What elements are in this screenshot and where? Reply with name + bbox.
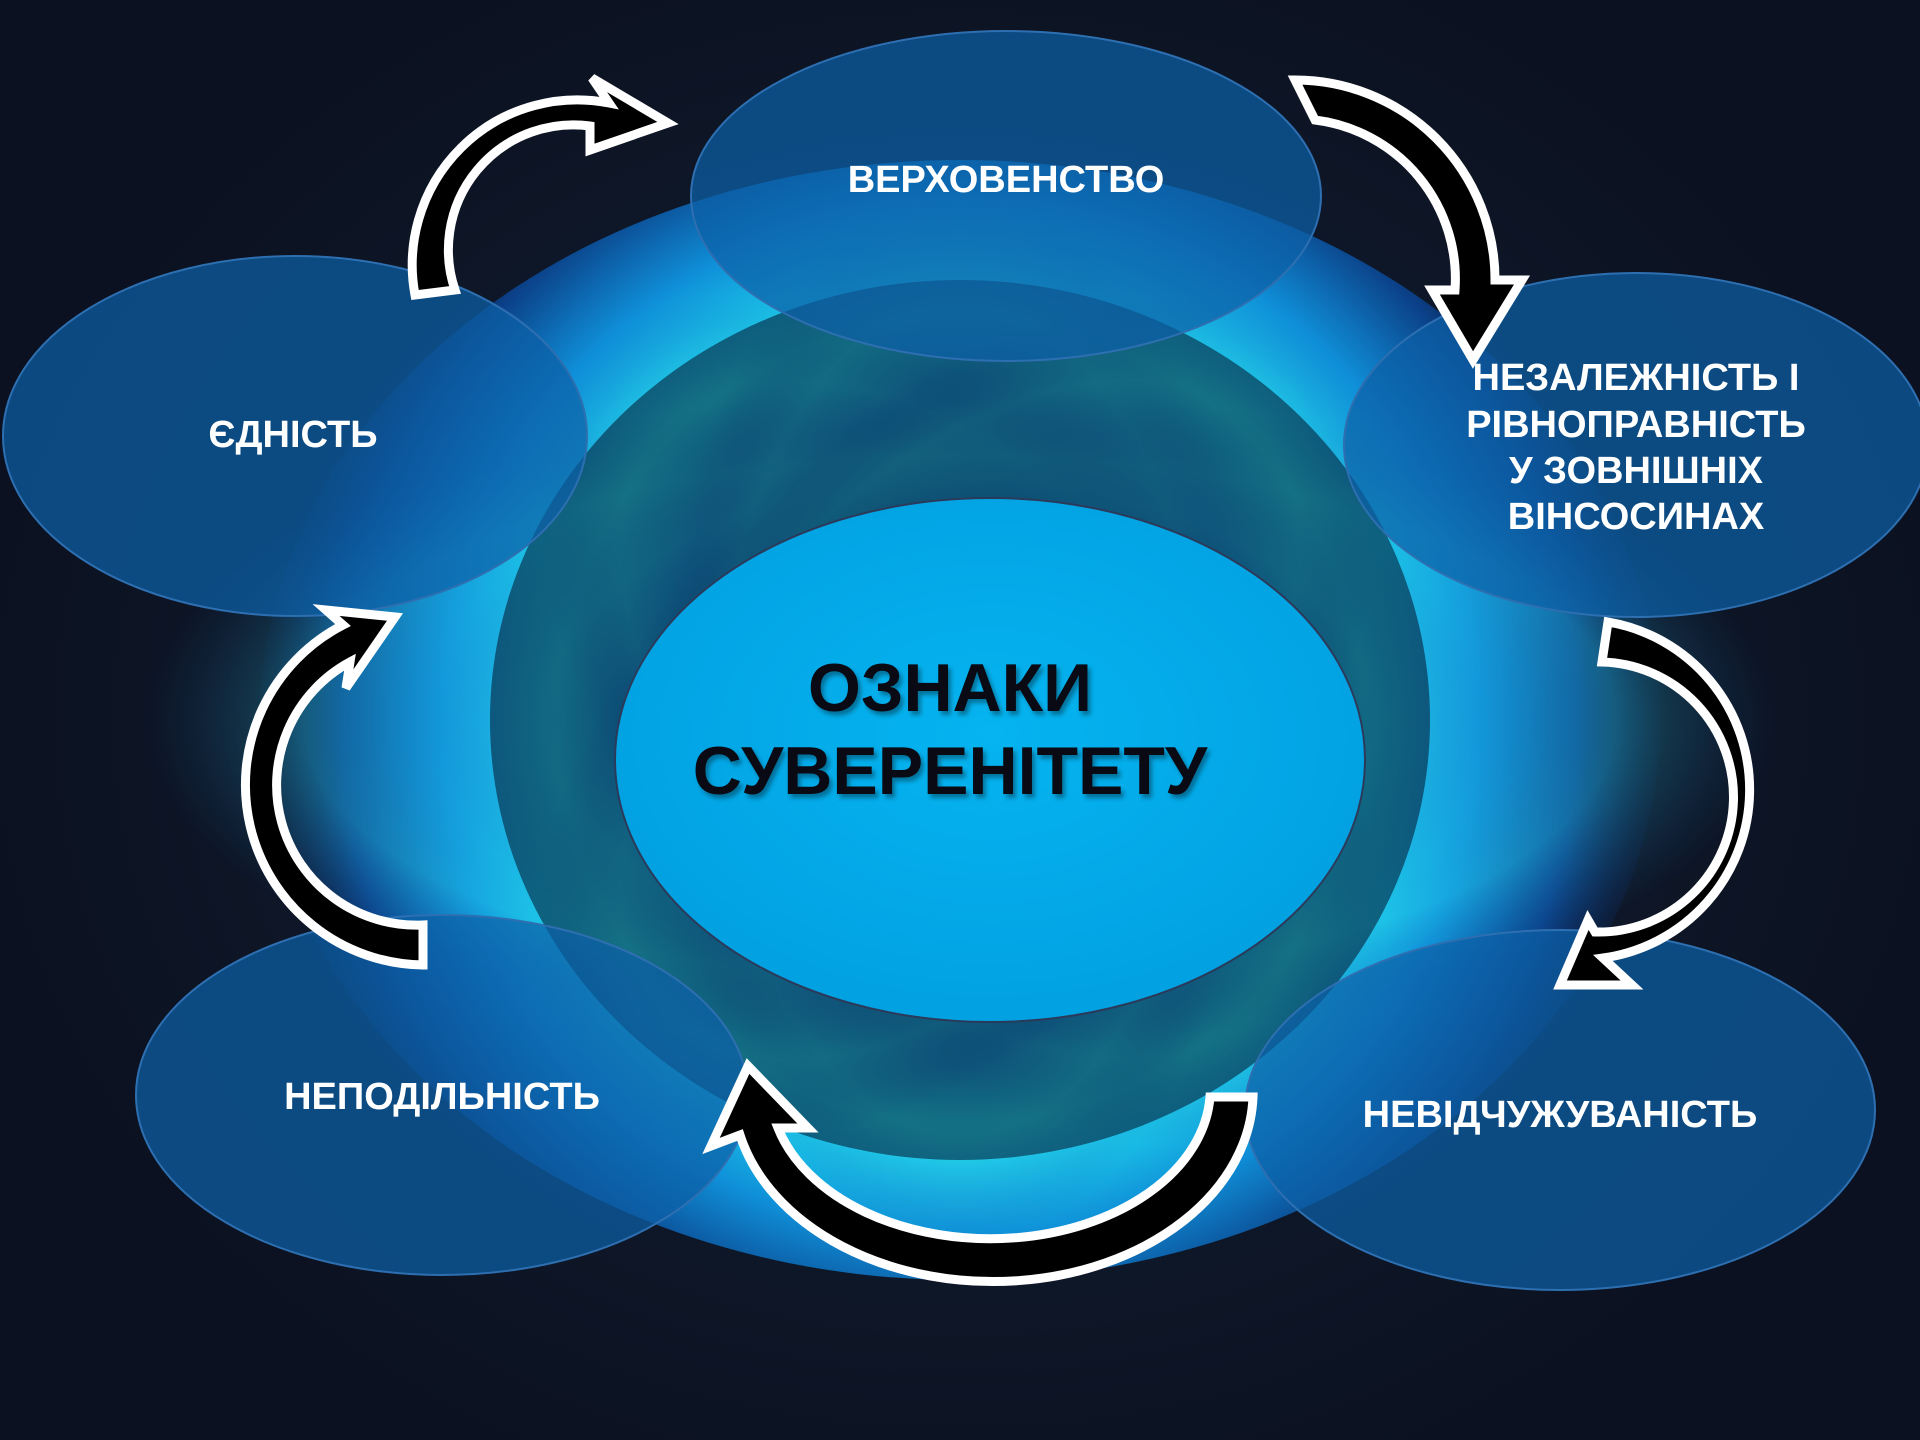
node-independence-line-3: У ЗОВНІШНІХ: [1508, 450, 1764, 492]
node-indivisibility-label: НЕПОДІЛЬНІСТЬ: [182, 1067, 702, 1127]
center-node-shape: [614, 497, 1366, 1023]
node-inalienability-label: НЕВІДЧУЖУВАНІСТЬ: [1300, 1085, 1820, 1145]
node-supremacy-text: ВЕРХОВЕНСТВО: [847, 158, 1165, 201]
arrow-unity-to-supremacy: [407, 74, 679, 300]
center-title-line-2: СУВЕРЕНІТЕТУ: [692, 733, 1208, 809]
arrow-supremacy-to-independence: [1287, 75, 1531, 369]
center-title-line-1: ОЗНАКИ: [807, 650, 1093, 727]
arrow-independence-to-inalienability: [1553, 616, 1755, 990]
node-inalienability-text: НЕВІДЧУЖУВАНІСТЬ: [1362, 1093, 1758, 1136]
node-independence-line-1: НЕЗАЛЕЖНІСТЬ І: [1472, 357, 1800, 400]
cycle-arrows: [240, 74, 1755, 1287]
node-indivisibility-text: НЕПОДІЛЬНІСТЬ: [284, 1075, 600, 1118]
node-independence-label: НЕЗАЛЕЖНІСТЬ І РІВНОПРАВНІСТЬ У ЗОВНІШНІ…: [1396, 328, 1876, 568]
node-supremacy-shape: [690, 30, 1322, 362]
node-unity-shape: [2, 255, 588, 617]
node-independence-line-2: РІВНОПРАВНІСТЬ: [1466, 403, 1806, 446]
node-unity-text: ЄДНІСТЬ: [208, 413, 378, 456]
center-label: ОЗНАКИ СУВЕРЕНІТЕТУ: [640, 620, 1260, 840]
arrow-indivisibility-to-unity: [240, 604, 428, 970]
node-independence-line-4: ВІНСОСИНАХ: [1507, 496, 1765, 539]
node-unity-label: ЄДНІСТЬ: [93, 405, 493, 465]
node-independence-shape: [1343, 272, 1920, 618]
arrow-inalienability-to-indivisibility: [702, 1058, 1258, 1287]
node-supremacy-label: ВЕРХОВЕНСТВО: [746, 150, 1266, 210]
